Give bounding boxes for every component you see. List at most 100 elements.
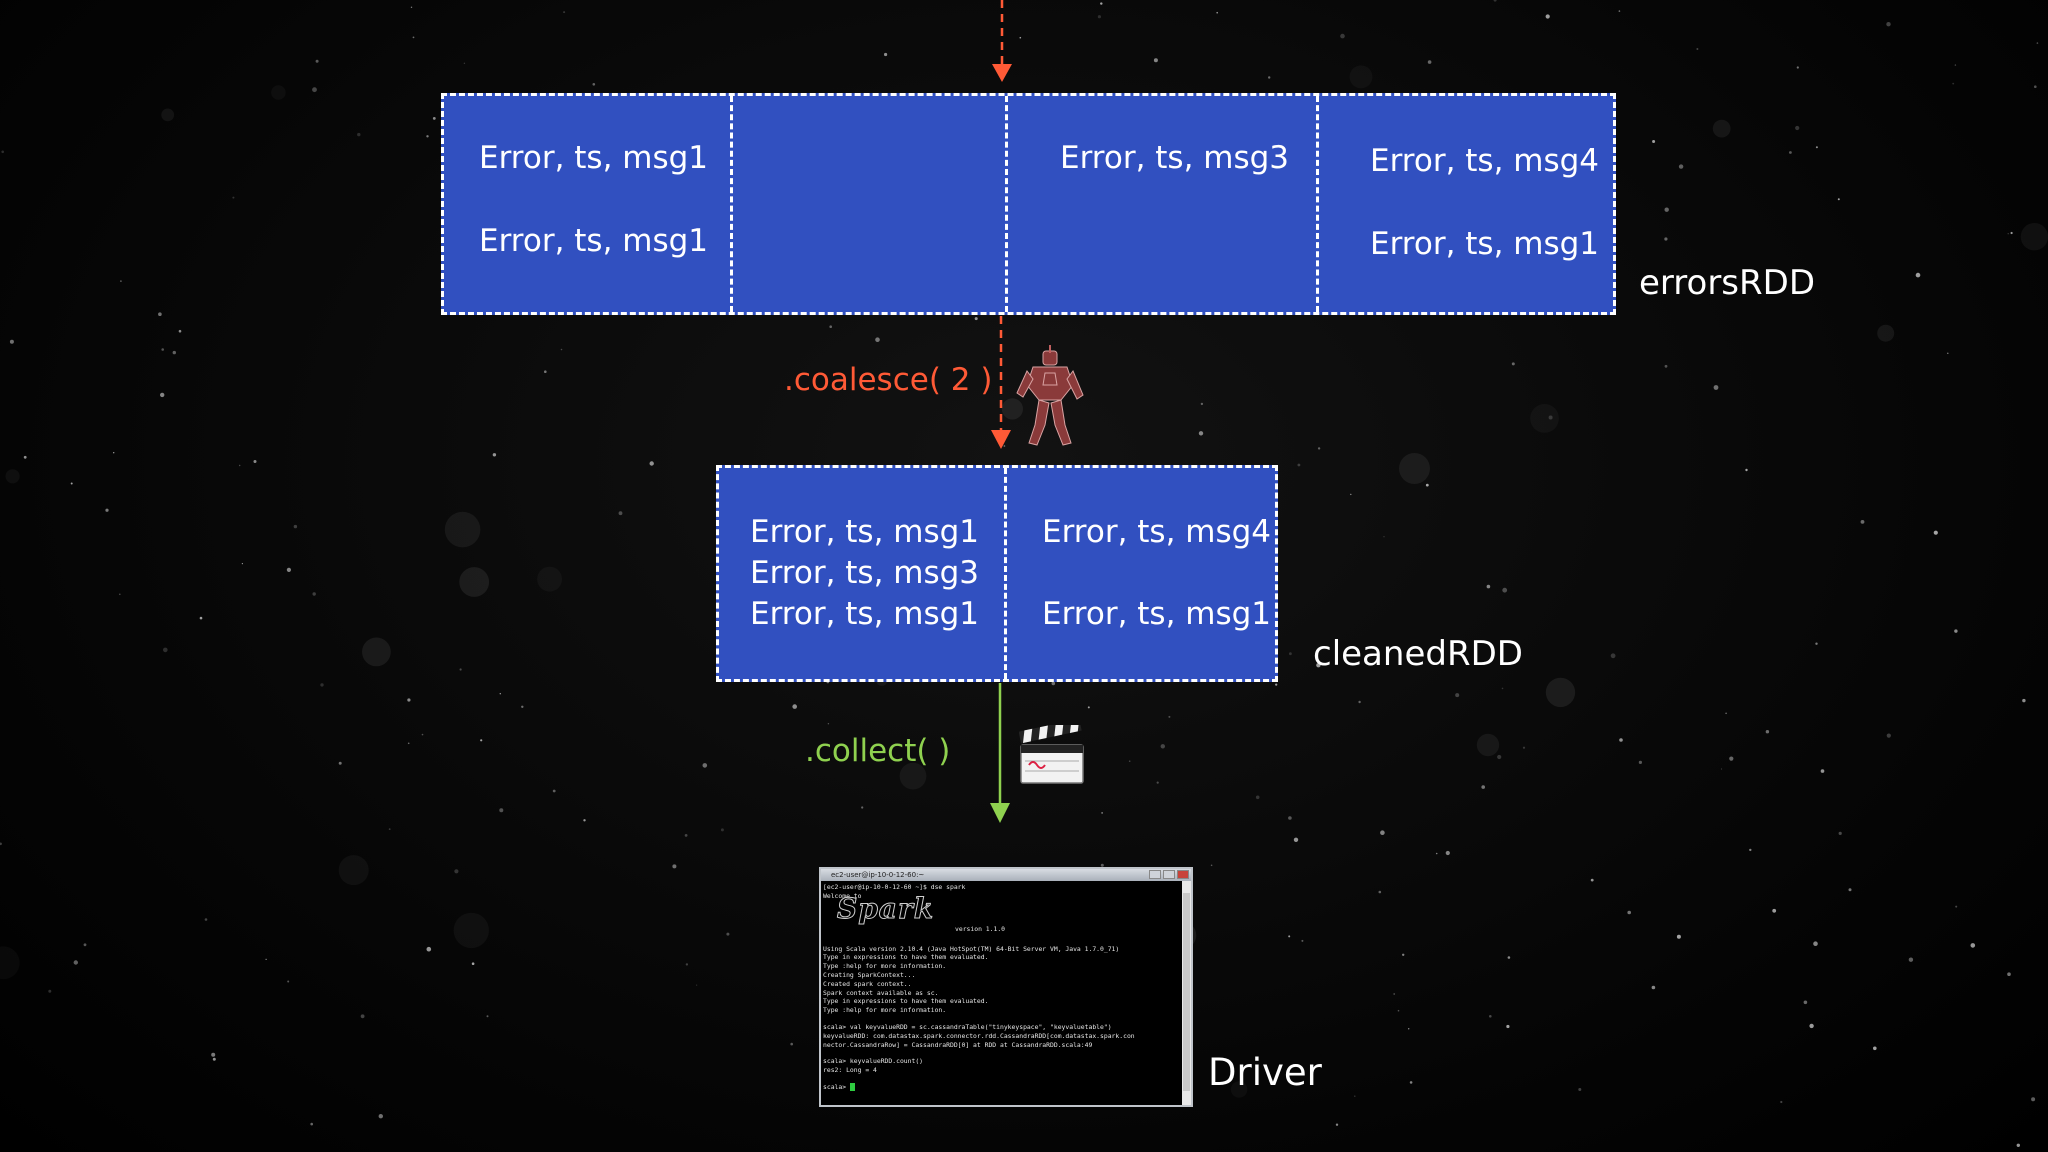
- star-dot: [163, 647, 168, 653]
- star-dot: [592, 83, 596, 86]
- maximize-button[interactable]: [1163, 870, 1175, 879]
- star-dot: [1502, 587, 1508, 593]
- record: Error, ts, msg1: [479, 140, 709, 176]
- star-dot: [1156, 781, 1159, 784]
- star-dot: [253, 460, 257, 463]
- star-dot: [1955, 905, 1958, 908]
- star-dot: [552, 789, 556, 793]
- star-dot: [1340, 33, 1345, 39]
- errors-partition-1: Error, ts, msg1 Error, ts, msg1: [444, 96, 730, 312]
- star-dot: [1815, 642, 1818, 645]
- star-dot: [1100, 2, 1103, 5]
- star-dot: [1160, 744, 1166, 749]
- terminal-line: scala> keyvalueRDD.count(): [823, 1057, 924, 1066]
- star-dot: [1380, 830, 1385, 835]
- terminal-line: Type in expressions to have them evaluat…: [823, 953, 989, 962]
- star-dot: [1481, 785, 1485, 789]
- star-dot: [459, 668, 462, 671]
- star-dot: [1051, 681, 1056, 686]
- star-dot: [1789, 151, 1792, 154]
- star-dot: [1886, 733, 1891, 738]
- terminal-titlebar: ec2-user@ip-10-0-12-60:~: [821, 869, 1191, 881]
- star-dot: [1435, 852, 1438, 855]
- star-dot: [618, 511, 623, 516]
- star-dot: [1877, 324, 1895, 342]
- star-dot: [211, 1052, 216, 1057]
- star-dot: [1837, 198, 1840, 201]
- star-dot: [1, 150, 4, 154]
- star-dot: [161, 348, 164, 351]
- star-dot: [338, 761, 342, 765]
- star-dot: [726, 932, 730, 936]
- star-dot: [1399, 453, 1430, 484]
- record: Error, ts, msg1: [1042, 596, 1272, 632]
- star-dot: [1268, 76, 1271, 79]
- terminal-line: Spark context available as sc.: [823, 988, 939, 997]
- star-dot: [1297, 463, 1301, 467]
- star-dot: [312, 592, 316, 596]
- star-dot: [412, 36, 415, 39]
- terminal-line: Creating SparkContext...: [823, 970, 916, 979]
- star-dot: [1860, 520, 1865, 524]
- star-dot: [1198, 431, 1204, 436]
- star-dot: [1354, 1095, 1356, 1097]
- star-dot: [1288, 816, 1292, 820]
- star-dot: [199, 616, 203, 620]
- star-dot: [5, 469, 20, 484]
- star-dot: [1408, 1028, 1410, 1030]
- terminal-line: Created spark context..: [823, 979, 912, 988]
- star-dot: [1838, 831, 1842, 836]
- star-dot: [702, 763, 708, 768]
- star-dot: [563, 11, 566, 14]
- star-dot: [1289, 652, 1292, 656]
- star-dot: [899, 762, 927, 790]
- star-dot: [1610, 653, 1616, 659]
- minimize-button[interactable]: [1149, 870, 1161, 879]
- terminal-prompt[interactable]: scala>: [823, 1082, 1181, 1092]
- star-dot: [161, 108, 175, 122]
- star-dot: [1019, 36, 1022, 39]
- star-dot: [521, 705, 524, 708]
- star-dot: [1506, 1024, 1510, 1029]
- star-dot: [1651, 985, 1656, 990]
- star-dot: [861, 806, 864, 809]
- star-dot: [421, 733, 424, 736]
- terminal-line: Using Scala version 2.10.4 (Java HotSpot…: [823, 944, 1120, 953]
- record: Error, ts, msg3: [750, 555, 980, 591]
- star-dot: [410, 6, 413, 8]
- transformer-robot-icon: [1016, 345, 1084, 446]
- star-dot: [1848, 888, 1852, 892]
- star-dot: [1729, 756, 1734, 761]
- star-dot: [432, 117, 436, 120]
- terminal-scrollbar[interactable]: [1182, 881, 1191, 1105]
- star-dot: [1548, 415, 1553, 420]
- terminal-cursor: [849, 1082, 855, 1091]
- star-dot: [720, 828, 724, 832]
- star-dot: [2020, 223, 2048, 251]
- star-dot: [1678, 164, 1684, 169]
- star-dot: [544, 370, 547, 374]
- star-dot: [1590, 878, 1594, 882]
- close-button[interactable]: [1177, 870, 1189, 879]
- star-dot: [1720, 768, 1723, 770]
- star-dot: [158, 312, 162, 317]
- star-dot: [212, 1057, 216, 1061]
- star-dot: [1638, 760, 1642, 765]
- collect-label: .collect( ): [805, 733, 951, 769]
- star-dot: [1954, 629, 1958, 633]
- star-dot: [105, 508, 109, 512]
- star-dot: [1627, 910, 1631, 915]
- star-dot: [454, 869, 459, 874]
- star-dot: [232, 196, 235, 199]
- star-dot: [119, 593, 121, 596]
- star-dot: [2036, 42, 2039, 44]
- star-dot: [1003, 445, 1006, 447]
- star-dot: [974, 317, 978, 321]
- star-dot: [1886, 22, 1891, 27]
- star-dot: [1393, 993, 1396, 995]
- coalesce-label: .coalesce( 2 ): [784, 362, 993, 398]
- star-dot: [499, 693, 501, 695]
- star-dot: [178, 329, 182, 333]
- star-dot: [1317, 447, 1321, 450]
